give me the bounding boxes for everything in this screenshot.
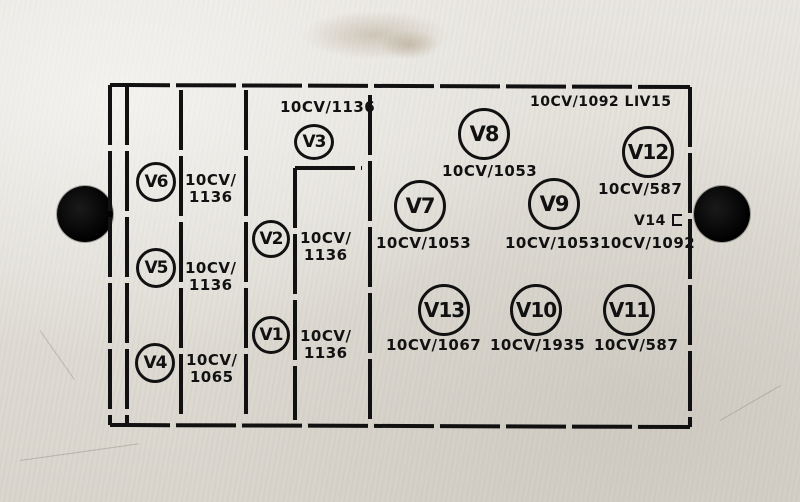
rust-stain [300, 10, 450, 60]
valve-v2-code-line2: 1136 [303, 246, 348, 265]
valve-v5-label: V5 [144, 258, 169, 278]
valve-v13-label: V13 [423, 298, 465, 322]
valve-v1-label: V1 [259, 325, 284, 345]
valve-v7-code: 10CV/1053 [376, 234, 472, 252]
mounting-hole-left [57, 186, 113, 242]
valve-v7-icon: V7 [394, 180, 446, 232]
valve-v2-code: 10CV/1136 [300, 229, 352, 265]
valve-v4-label: V4 [143, 353, 168, 373]
title-code: 10CV/1092 LIV15 [530, 94, 672, 110]
valve-v11-icon: V11 [603, 284, 655, 336]
valve-v5-code-line2: 1136 [188, 276, 233, 295]
valve-v3-label: V3 [302, 132, 327, 152]
valve-v2-code-line1: 10CV/ [300, 229, 352, 247]
valve-v5-code: 10CV/1136 [185, 259, 237, 295]
valve-v10-label: V10 [515, 298, 557, 322]
valve-v4-code: 10CV/1065 [186, 351, 238, 387]
valve-v1-code-line2: 1136 [303, 344, 348, 363]
valve-v4-icon: V4 [135, 343, 175, 383]
valve-v6-icon: V6 [136, 162, 176, 202]
valve-v6-code-line2: 1136 [188, 188, 233, 207]
valve-v14-code: 10CV/1092 [600, 234, 696, 252]
valve-v12-code: 10CV/587 [598, 180, 683, 198]
mounting-hole-right [694, 186, 750, 242]
valve-v10-code: 10CV/1935 [490, 336, 586, 354]
valve-v4-code-line1: 10CV/ [186, 351, 238, 369]
valve-v12-label: V12 [627, 140, 669, 164]
valve-v12-icon: V12 [622, 126, 674, 178]
valve-v4-code-line2: 1065 [189, 368, 234, 387]
valve-v2-icon: V2 [252, 220, 290, 258]
valve-v11-label: V11 [608, 298, 650, 322]
valve-v7-label: V7 [405, 194, 436, 218]
valve-v8-label: V8 [469, 122, 500, 146]
valve-v6-code: 10CV/1136 [185, 171, 237, 207]
valve-v1-code: 10CV/1136 [300, 327, 352, 363]
valve-v13-code: 10CV/1067 [386, 336, 482, 354]
valve-v9-label: V9 [539, 192, 570, 216]
valve-v14-label: V14 [634, 213, 666, 229]
rust-stain [380, 30, 440, 60]
valve-v5-code-line1: 10CV/ [185, 259, 237, 277]
valve-v3-code: 10CV/1136 [280, 98, 376, 116]
valve-v13-icon: V13 [418, 284, 470, 336]
valve-v14-marker-icon [672, 214, 682, 226]
valve-v9-icon: V9 [528, 178, 580, 230]
valve-v9-code: 10CV/1053 [505, 234, 601, 252]
valve-v3-icon: V3 [294, 124, 334, 160]
valve-v6-code-line1: 10CV/ [185, 171, 237, 189]
valve-v10-icon: V10 [510, 284, 562, 336]
valve-v8-code: 10CV/1053 [442, 162, 538, 180]
valve-v6-label: V6 [144, 172, 169, 192]
valve-v5-icon: V5 [136, 248, 176, 288]
valve-v8-icon: V8 [458, 108, 510, 160]
valve-v2-label: V2 [259, 229, 284, 249]
valve-v1-code-line1: 10CV/ [300, 327, 352, 345]
valve-v1-icon: V1 [252, 316, 290, 354]
valve-v11-code: 10CV/587 [594, 336, 679, 354]
